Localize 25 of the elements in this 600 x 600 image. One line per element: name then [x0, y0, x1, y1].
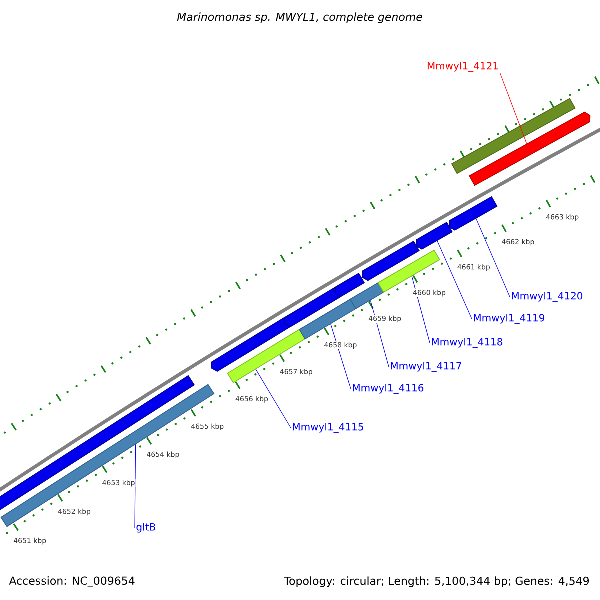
leader-line — [500, 72, 528, 144]
gene-label: Mmwyl1_4119 — [474, 314, 545, 324]
gene-block — [362, 240, 420, 282]
gene-label: Mmwyl1_4118 — [432, 338, 503, 348]
leader-line — [412, 276, 430, 344]
leader-line — [437, 240, 472, 320]
gene-label: gltB — [136, 523, 156, 533]
gene-block — [449, 196, 498, 231]
gene-block — [416, 222, 453, 250]
gene-label: Mmwyl1_4120 — [512, 292, 583, 302]
accession-text: Accession: NC_009654 — [9, 576, 135, 588]
title: Marinomonas sp. MWYL1, complete genome — [177, 12, 422, 24]
gene-block — [284, 287, 342, 328]
gene-block — [451, 98, 576, 174]
gene-label: Mmwyl1_4121 — [428, 62, 498, 72]
gene-label: Mmwyl1_4116 — [353, 384, 424, 394]
gene-block — [335, 272, 366, 298]
gene-block — [299, 298, 357, 340]
leader-line — [134, 444, 136, 528]
leader-line — [370, 300, 390, 368]
gene-label: Mmwyl1_4117 — [391, 362, 462, 372]
gene-block — [469, 112, 591, 186]
leader-line — [476, 218, 510, 298]
summary-text: Topology: circular; Length: 5,100,344 bp; Genes: 4,549 — [284, 576, 590, 588]
gene-label: Mmwyl1_4115 — [293, 423, 364, 433]
